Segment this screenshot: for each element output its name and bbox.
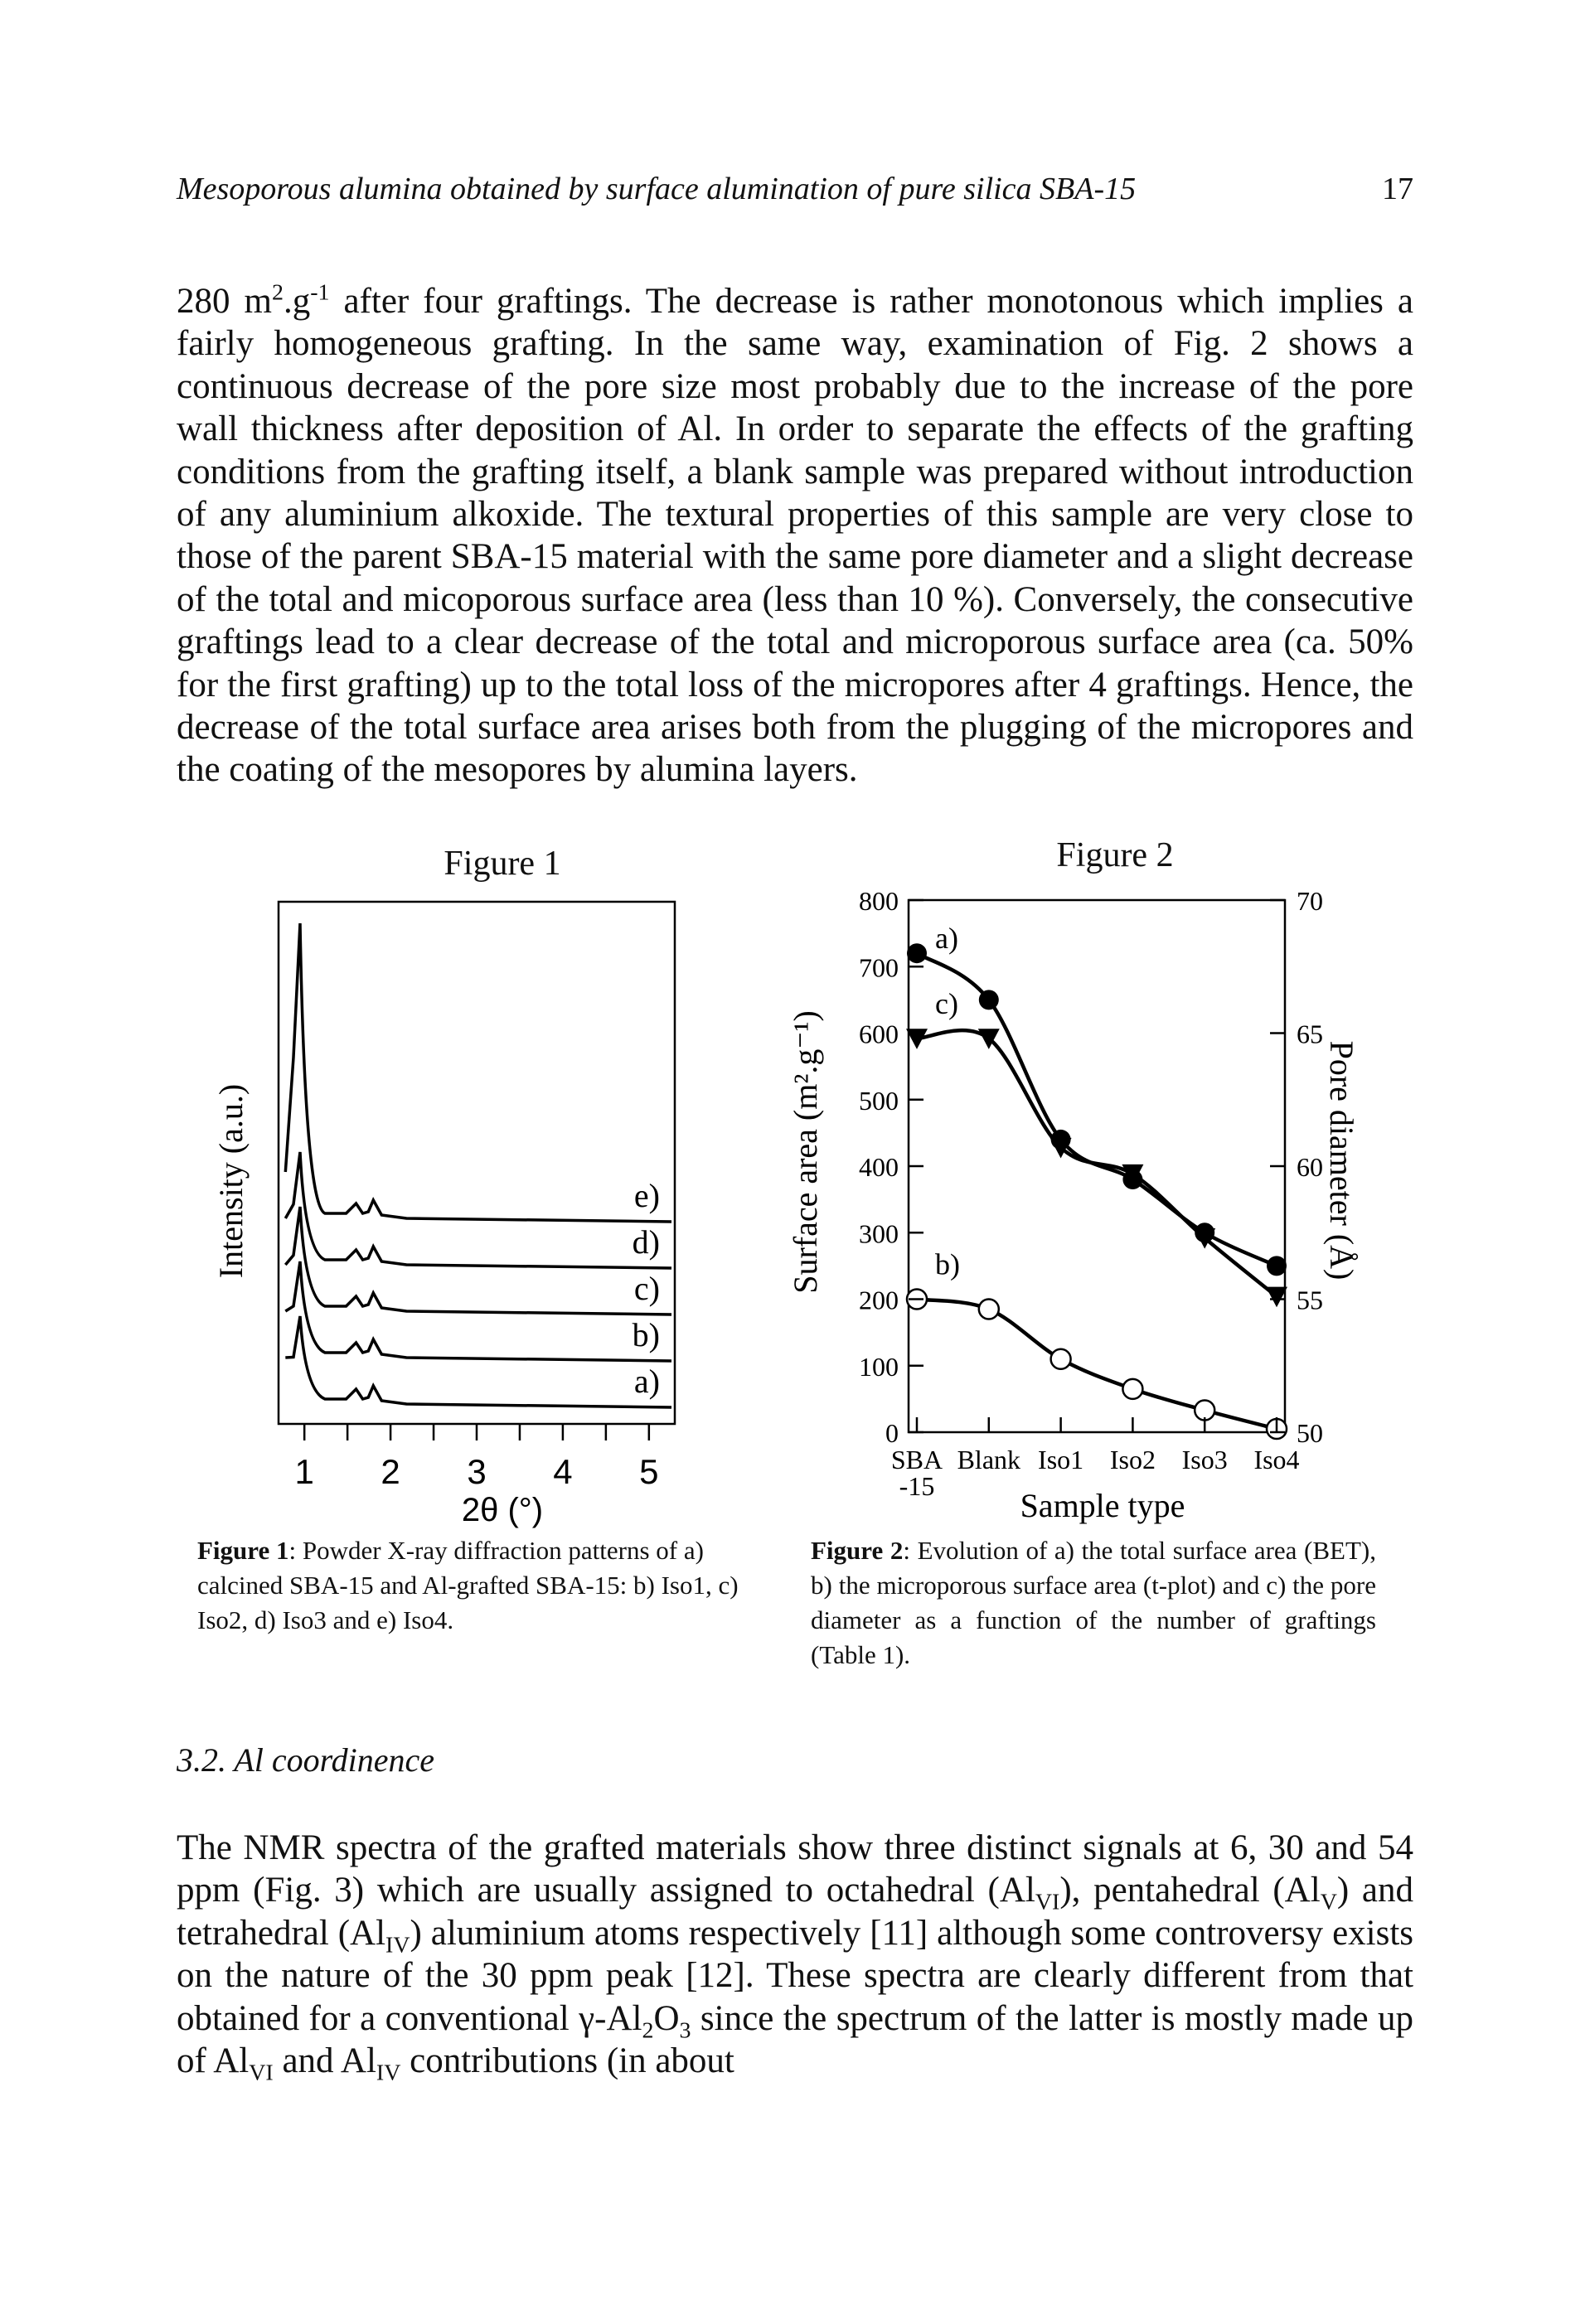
fig1-x-tick-label: 5 bbox=[639, 1452, 658, 1491]
fig2-y-right-tick-label: 60 bbox=[1297, 1152, 1323, 1182]
fig2-y-tick-label: 300 bbox=[859, 1218, 899, 1248]
fig1-series-c bbox=[284, 1206, 672, 1316]
fig1-series-e bbox=[284, 922, 672, 1223]
subscript: 3 bbox=[679, 2017, 691, 2044]
fig2-y-axis-label-right: Pore diameter (Å) bbox=[1323, 1041, 1360, 1281]
fig2-point-a bbox=[1195, 1223, 1215, 1243]
fig2-point-a bbox=[1267, 1256, 1287, 1276]
fig2-line-a bbox=[915, 951, 1277, 1268]
fig1-series-d bbox=[284, 1151, 672, 1270]
fig1-x-axis-label: 2θ (°) bbox=[462, 1492, 543, 1528]
body-paragraph-1: 280 m2.g-1 after four graftings. The dec… bbox=[177, 279, 1413, 790]
fig2-line-c bbox=[916, 1028, 1278, 1299]
fig1-series-label: a) bbox=[634, 1363, 660, 1400]
fig2-y-tick-label: 400 bbox=[859, 1152, 899, 1182]
fig2-plot-frame bbox=[907, 898, 1287, 1434]
fig1-plot-frame bbox=[277, 900, 676, 1426]
text-run: ) and tetrahedral (Al bbox=[177, 1871, 1413, 1953]
fig2-point-c bbox=[1049, 1137, 1072, 1159]
fig1-x-tick-label: 3 bbox=[467, 1452, 486, 1491]
fig2-point-a bbox=[907, 943, 927, 964]
fig2-line-b bbox=[916, 1297, 1277, 1431]
fig2-point-c bbox=[1194, 1227, 1216, 1249]
fig2-x-tick-label-extra: -15 bbox=[899, 1471, 935, 1501]
fig2-x-tick-label: Iso3 bbox=[1182, 1445, 1228, 1474]
subscript: 2 bbox=[642, 2017, 654, 2044]
fig2-point-a bbox=[1050, 1129, 1071, 1150]
fig2-point-b bbox=[1265, 1417, 1288, 1440]
subscript: IV bbox=[385, 1932, 410, 1958]
running-header: Mesoporous alumina obtained by surface a… bbox=[177, 171, 1413, 207]
fig2-y-axis-label: Surface area (m².g⁻¹) bbox=[787, 1010, 824, 1294]
fig2-point-b bbox=[977, 1298, 1001, 1320]
fig1-series-label: d) bbox=[633, 1223, 660, 1261]
fig1-x-tick-label: 2 bbox=[381, 1452, 400, 1491]
text-run: ), pentahedral (Al bbox=[1059, 1871, 1321, 1910]
page-number: 17 bbox=[1382, 172, 1413, 206]
text-run: ) aluminium atoms respectively [11] alth… bbox=[177, 1913, 1414, 2038]
figure2-caption: Figure 2: Evolution of a) the total surf… bbox=[811, 1536, 1376, 1669]
fig1-series-label: c) bbox=[634, 1270, 660, 1307]
fig2-series-label: b) bbox=[935, 1248, 960, 1281]
subscript: VI bbox=[249, 2060, 274, 2086]
fig2-y-tick-label: 0 bbox=[885, 1418, 899, 1448]
fig1-x-tick-label: 1 bbox=[294, 1452, 313, 1491]
fig1-y-axis-label: Intensity (a.u.) bbox=[212, 1084, 250, 1278]
fig2-point-c bbox=[977, 1029, 1000, 1049]
text-run: contributions (in about bbox=[400, 2041, 734, 2081]
fig2-y-right-tick-label: 70 bbox=[1297, 886, 1323, 916]
fig1-series-a bbox=[285, 1315, 672, 1409]
fig2-y-tick-label: 500 bbox=[859, 1086, 899, 1116]
fig2-y-tick-label: 200 bbox=[859, 1285, 899, 1315]
fig2-point-b bbox=[1193, 1399, 1216, 1421]
fig1-x-tick-label: 4 bbox=[553, 1452, 572, 1491]
fig2-point-b bbox=[1049, 1348, 1072, 1370]
fig2-point-b bbox=[905, 1288, 928, 1310]
fig2-series-label: c) bbox=[935, 987, 958, 1020]
running-title: Mesoporous alumina obtained by surface a… bbox=[177, 172, 1137, 206]
fig2-point-c bbox=[906, 1029, 928, 1049]
fig2-y-right-tick-label: 65 bbox=[1297, 1019, 1323, 1049]
fig2-x-tick-label: Iso4 bbox=[1253, 1445, 1299, 1474]
fig2-point-b bbox=[1122, 1377, 1144, 1401]
figure1-title: Figure 1 bbox=[444, 845, 561, 883]
fig1-series-label: e) bbox=[634, 1177, 660, 1214]
fig2-x-tick-label: SBA bbox=[891, 1445, 943, 1474]
fig2-point-c bbox=[1266, 1286, 1287, 1308]
fig2-y-right-tick-label: 55 bbox=[1297, 1285, 1323, 1315]
body-paragraph-2: The NMR spectra of the grafted materials… bbox=[177, 1827, 1414, 2084]
fig2-x-axis-label: Sample type bbox=[1020, 1487, 1185, 1524]
subscript: IV bbox=[376, 2060, 401, 2086]
subscript: VI bbox=[1035, 1890, 1060, 1915]
fig1-series-b bbox=[284, 1261, 672, 1363]
text-run: O bbox=[653, 1998, 680, 2038]
text-run: The NMR spectra of the grafted materials… bbox=[177, 1828, 1413, 1910]
fig2-y-right-tick-label: 50 bbox=[1297, 1418, 1323, 1448]
fig2-point-a bbox=[978, 990, 999, 1010]
figure2-title: Figure 2 bbox=[1056, 836, 1174, 874]
text-run: since the spectrum of the latter is most… bbox=[177, 1998, 1413, 2081]
fig2-x-tick-label: Iso1 bbox=[1038, 1445, 1083, 1474]
fig1-series-label: b) bbox=[633, 1316, 660, 1353]
fig2-y-tick-label: 100 bbox=[859, 1352, 899, 1382]
fig2-point-a bbox=[1122, 1169, 1143, 1190]
subscript: V bbox=[1320, 1890, 1337, 1915]
figure1-caption: Figure 1: Powder X-ray diffraction patte… bbox=[197, 1536, 739, 1634]
fig2-x-tick-label: Iso2 bbox=[1110, 1445, 1156, 1474]
text-run: and Al bbox=[273, 2041, 376, 2081]
fig2-y-tick-label: 700 bbox=[859, 952, 899, 982]
fig2-y-tick-label: 600 bbox=[859, 1019, 899, 1049]
fig2-point-c bbox=[1122, 1164, 1144, 1185]
fig2-y-tick-label: 800 bbox=[859, 886, 899, 916]
fig2-x-tick-label: Blank bbox=[957, 1445, 1020, 1474]
fig2-series-label: a) bbox=[935, 922, 958, 955]
section-heading: 3.2. Al coordinence bbox=[177, 1741, 435, 1779]
